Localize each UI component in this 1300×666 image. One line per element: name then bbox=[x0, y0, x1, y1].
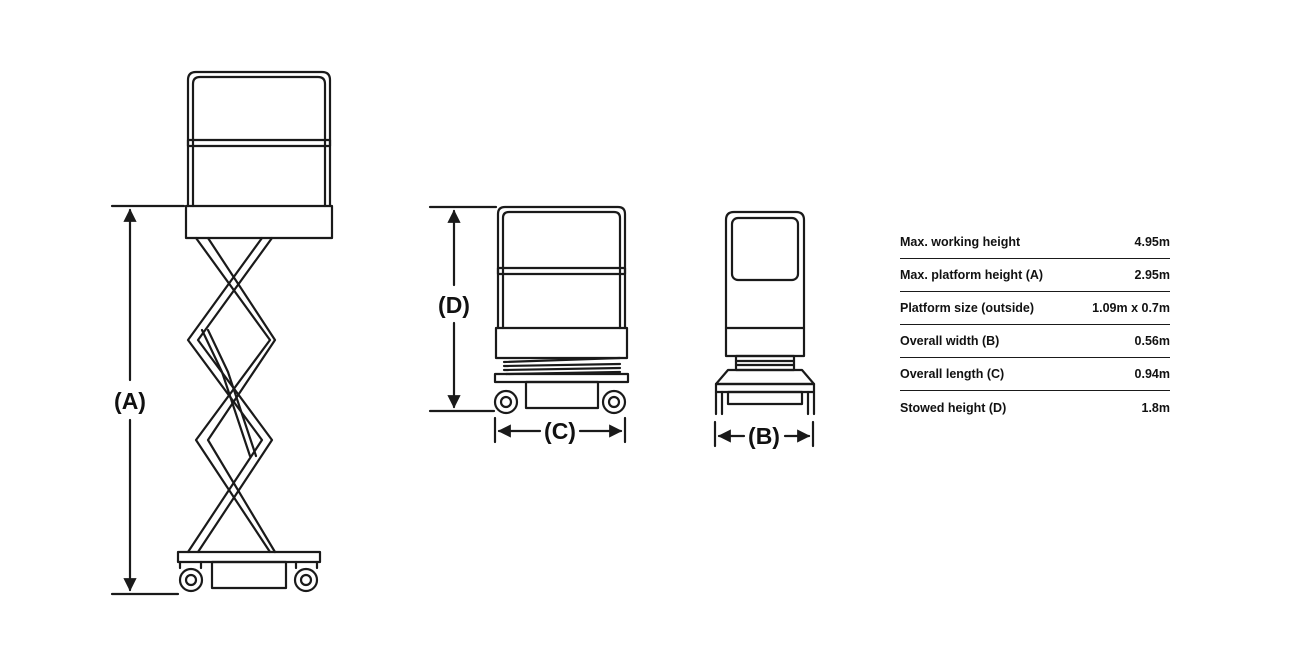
dimension-b bbox=[713, 420, 815, 448]
spec-row-max-platform-height: Max. platform height (A) 2.95m bbox=[900, 259, 1170, 292]
spec-row-overall-length: Overall length (C) 0.94m bbox=[900, 358, 1170, 391]
spec-row-overall-width: Overall width (B) 0.56m bbox=[900, 325, 1170, 358]
spec-value: 1.09m x 0.7m bbox=[1092, 301, 1170, 315]
spec-value: 0.94m bbox=[1134, 367, 1170, 381]
dimension-c bbox=[493, 416, 627, 444]
spec-label: Overall width (B) bbox=[900, 334, 1000, 348]
dimension-label-d: (D) bbox=[438, 292, 470, 318]
stowed-lift-front bbox=[714, 210, 816, 416]
stowed-lift-side bbox=[493, 205, 630, 415]
dimension-label-b: (B) bbox=[748, 423, 780, 449]
spec-label: Platform size (outside) bbox=[900, 301, 1035, 315]
spec-value: 0.56m bbox=[1134, 334, 1170, 348]
spec-label: Max. platform height (A) bbox=[900, 268, 1044, 282]
extended-lift bbox=[176, 70, 334, 593]
spec-row-max-working-height: Max. working height 4.95m bbox=[900, 226, 1170, 259]
dimension-label-a: (A) bbox=[114, 388, 146, 414]
dimension-label-c: (C) bbox=[544, 418, 576, 444]
spec-table: Max. working height 4.95m Max. platform … bbox=[900, 226, 1170, 424]
spec-row-stowed-height: Stowed height (D) 1.8m bbox=[900, 391, 1170, 424]
spec-label: Stowed height (D) bbox=[900, 400, 1007, 415]
spec-label: Max. working height bbox=[900, 235, 1021, 249]
scissor-arms bbox=[186, 236, 277, 554]
spec-row-platform-size: Platform size (outside) 1.09m x 0.7m bbox=[900, 292, 1170, 325]
spec-label: Overall length (C) bbox=[900, 367, 1005, 381]
spec-value: 2.95m bbox=[1134, 268, 1170, 282]
spec-value: 1.8m bbox=[1141, 400, 1171, 415]
spec-value: 4.95m bbox=[1134, 235, 1170, 249]
dimension-a bbox=[110, 204, 186, 596]
dimension-d bbox=[428, 205, 498, 413]
